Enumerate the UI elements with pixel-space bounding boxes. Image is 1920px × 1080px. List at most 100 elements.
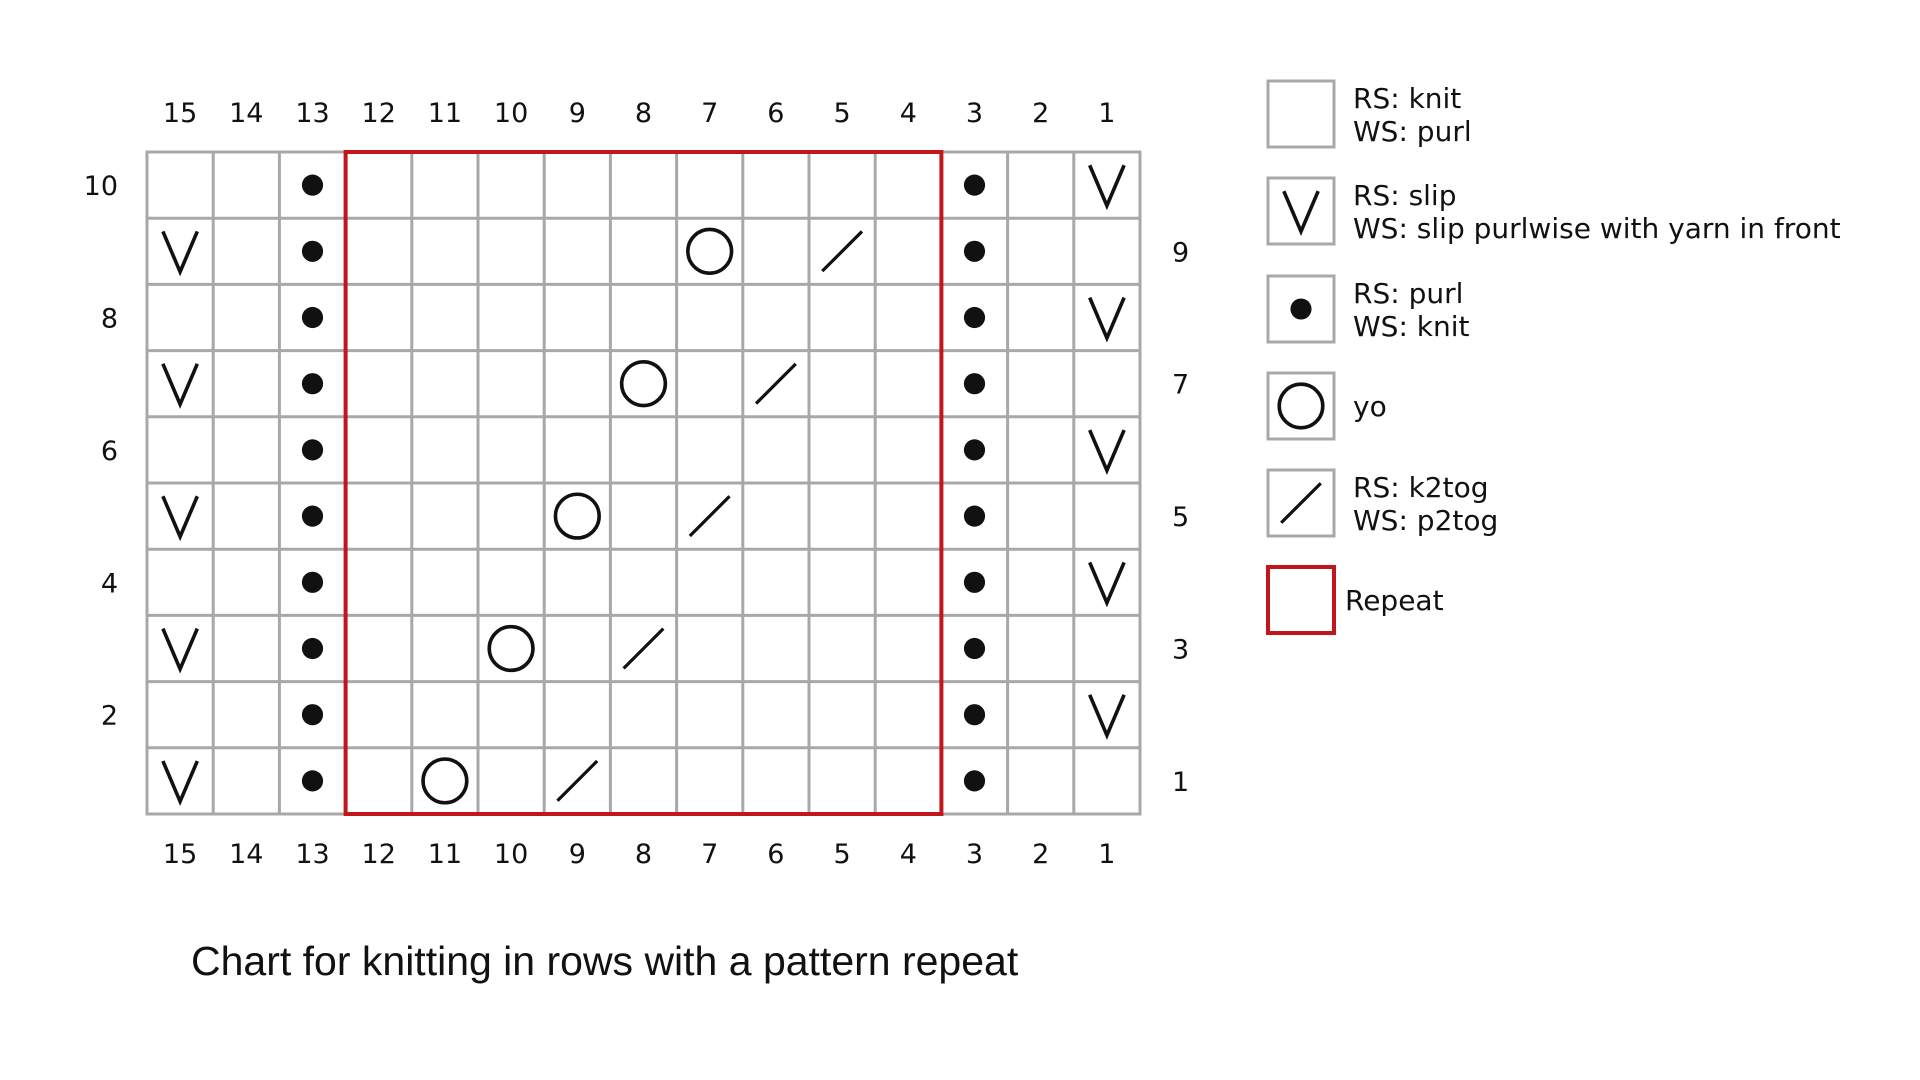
chart-cell-purl-dot-icon	[301, 373, 324, 395]
legend-swatch-slip	[1266, 176, 1336, 246]
chart-cell-purl-dot-icon	[301, 704, 324, 726]
chart-cell-symbol	[301, 637, 324, 660]
chart-cell-symbol	[1088, 296, 1126, 343]
chart-cell-slip-v-icon	[161, 627, 199, 674]
chart-cell-symbol	[1088, 561, 1126, 608]
chart-cell-symbol	[301, 704, 324, 726]
legend-label: RS: purl	[1353, 277, 1463, 310]
chart-cell-symbol	[421, 757, 469, 805]
column-number-top: 8	[635, 98, 652, 129]
column-number-top: 4	[900, 98, 917, 129]
legend-label: RS: knit	[1353, 82, 1461, 115]
chart-cell-k2tog-slash-icon	[556, 759, 599, 802]
legend-item-repeat: Repeat	[1266, 565, 1444, 635]
column-number-top: 11	[428, 98, 462, 129]
column-number-top: 15	[163, 98, 197, 129]
legend-swatch-knit	[1266, 79, 1336, 149]
chart-cell-symbol	[963, 439, 986, 461]
chart-cell-yo-circle-icon	[487, 624, 535, 673]
column-number-bottom: 6	[767, 839, 784, 870]
chart-cell-symbol	[619, 360, 668, 408]
chart-cell-symbol	[301, 505, 324, 527]
chart-cell-symbol	[487, 624, 535, 673]
chart-cell-k2tog-slash-icon	[821, 230, 864, 273]
chart-cell-symbol	[301, 770, 324, 792]
chart-cell-yo-circle-icon	[619, 360, 668, 408]
chart-cell-purl-dot-icon	[963, 174, 986, 196]
chart-cell-symbol	[301, 240, 324, 262]
chart-cell-symbol	[1088, 164, 1126, 211]
chart-cell-slip-v-icon	[1088, 164, 1126, 211]
chart-cell-symbol	[963, 373, 986, 395]
row-number-right: 1	[1172, 767, 1189, 798]
chart-cell-purl-dot-icon	[301, 637, 324, 660]
legend-item-yo: yo	[1266, 371, 1387, 441]
chart-cell-purl-dot-icon	[301, 571, 324, 593]
chart-cell-symbol	[161, 627, 199, 674]
column-number-bottom: 10	[494, 839, 528, 870]
chart-cell-purl-dot-icon	[301, 439, 324, 461]
row-number-right: 9	[1172, 237, 1189, 268]
chart-cell-symbol	[1088, 694, 1126, 740]
chart-cell-slip-v-icon	[1088, 296, 1126, 343]
chart-cell-symbol	[1088, 429, 1126, 476]
chart-cell-symbol	[821, 230, 864, 273]
legend-label: WS: purl	[1353, 115, 1472, 148]
chart-cell-purl-dot-icon	[301, 240, 324, 262]
chart-caption: Chart for knitting in rows with a patter…	[191, 938, 1019, 984]
chart-cell-symbol	[161, 495, 199, 542]
legend-label: WS: slip purlwise with yarn in front	[1353, 212, 1841, 245]
chart-cell-symbol	[161, 230, 199, 277]
legend-purl-dot-icon	[1290, 298, 1312, 320]
chart-cell-purl-dot-icon	[963, 770, 986, 792]
chart-cell-k2tog-slash-icon	[622, 627, 665, 670]
column-number-bottom: 13	[295, 839, 329, 870]
chart-cell-purl-dot-icon	[963, 306, 986, 329]
legend-label: WS: knit	[1353, 310, 1470, 343]
row-number-right: 7	[1172, 370, 1189, 401]
legend-label: RS: slip	[1353, 179, 1456, 212]
row-number-right: 5	[1172, 502, 1189, 533]
chart-cell-symbol	[553, 492, 601, 540]
legend-label: RS: k2tog	[1353, 471, 1488, 504]
chart-cell-symbol	[963, 770, 986, 792]
column-number-bottom: 1	[1098, 839, 1115, 870]
column-number-top: 5	[834, 98, 851, 129]
chart-cell-slip-v-icon	[161, 230, 199, 277]
row-number-left: 4	[101, 568, 118, 599]
chart-cell-purl-dot-icon	[963, 439, 986, 461]
chart-cell-slip-v-icon	[1088, 561, 1126, 608]
chart-cell-symbol	[754, 362, 797, 405]
column-number-top: 9	[569, 98, 586, 129]
legend-label: WS: p2tog	[1353, 504, 1498, 537]
column-number-bottom: 3	[966, 839, 983, 870]
column-number-bottom: 12	[362, 839, 396, 870]
chart-cell-symbol	[622, 627, 665, 670]
chart-cell-symbol	[301, 571, 324, 593]
chart-cell-slip-v-icon	[1088, 429, 1126, 476]
chart-cell-symbol	[963, 637, 986, 660]
chart-symbols	[161, 164, 1126, 807]
legend-yo-circle-icon	[1277, 382, 1325, 430]
column-number-bottom: 14	[229, 839, 263, 870]
chart-cell-slip-v-icon	[161, 760, 199, 807]
chart-cell-symbol	[301, 439, 324, 461]
chart-grid	[145, 150, 1142, 816]
row-number-left: 8	[101, 304, 118, 335]
column-number-bottom: 11	[428, 839, 462, 870]
repeat-outline	[343, 150, 944, 816]
chart-cell-symbol	[161, 760, 199, 807]
legend-label: Repeat	[1345, 584, 1444, 617]
chart-cell-yo-circle-icon	[553, 492, 601, 540]
legend-label: yo	[1353, 390, 1387, 423]
chart-cell-k2tog-slash-icon	[688, 495, 731, 538]
legend-swatch-repeat	[1266, 565, 1336, 635]
column-number-bottom: 15	[163, 839, 197, 870]
chart-cell-symbol	[301, 306, 324, 329]
